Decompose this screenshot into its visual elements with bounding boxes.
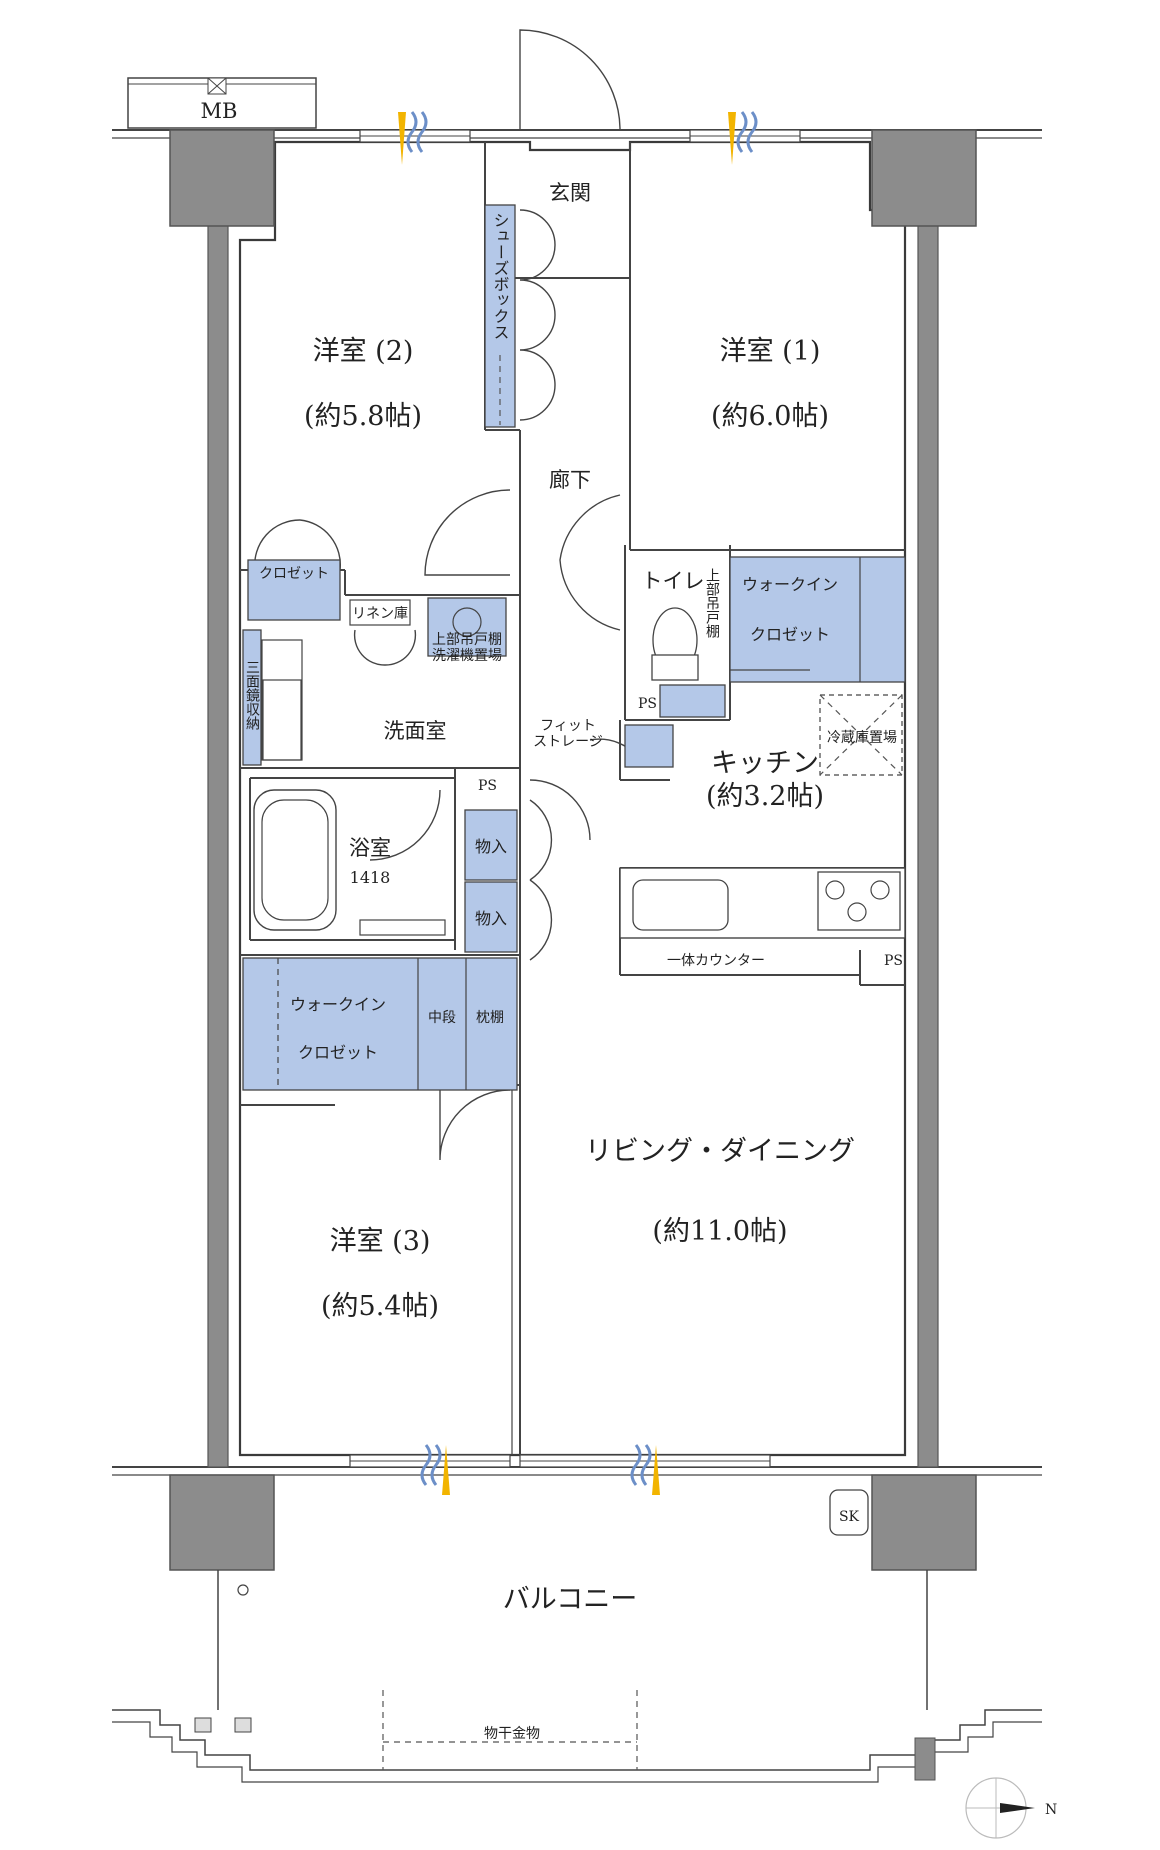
washer-label: 洗濯機置場 (432, 648, 502, 664)
fridge-space: 冷蔵庫置場 (819, 694, 903, 776)
washer-space: 上部吊戸棚 洗濯機置場 (427, 597, 507, 664)
mid-shelf-label: 中段 (428, 1010, 456, 1026)
window-top-right (689, 129, 801, 143)
linen-doors[interactable] (353, 629, 417, 666)
room-toilet-label: トイレ (642, 569, 705, 593)
door-storage[interactable] (529, 799, 553, 961)
room-hallway-label: 廊下 (549, 468, 591, 492)
door-living-hall[interactable] (529, 779, 591, 841)
fridge-label: 冷蔵庫置場 (827, 729, 897, 746)
door-room2[interactable] (424, 489, 511, 576)
counter-label: 一体カウンター (667, 953, 765, 969)
mb-label: MB (201, 99, 238, 123)
walkin-closet-1: ウォークイン クロゼット (729, 556, 906, 683)
balcony (112, 1570, 1042, 1783)
column-bottom-right (871, 1474, 977, 1571)
door-room1[interactable] (559, 494, 621, 631)
toilet: 上部吊戸棚 (651, 568, 726, 718)
linen-box (349, 599, 411, 626)
storage-a-label: 物入 (475, 837, 507, 856)
room-western3-label: 洋室 (3) (330, 1226, 431, 1257)
shoebox-doors[interactable] (519, 209, 556, 421)
walkin2-label-top: ウォークイン (290, 995, 386, 1014)
fit-storage-label-top: フィット (540, 718, 596, 734)
pillow-shelf-label: 枕棚 (476, 1010, 504, 1026)
compass-north-label: N (1045, 1802, 1057, 1818)
storage-b-label: 物入 (475, 909, 507, 928)
column-bottom-left (169, 1474, 275, 1571)
mirror-storage: 三面鏡収納 (242, 629, 302, 766)
sk-label: SK (839, 1509, 860, 1525)
room-kitchen-label: キッチン (711, 748, 819, 779)
room-entrance-label: 玄関 (549, 181, 591, 205)
ps-label-toilet: PS (638, 696, 657, 712)
fit-storage: フィット ストレージ (533, 718, 674, 768)
ps-label-wash: PS (478, 778, 497, 794)
room-balcony-label: バルコニー (503, 1584, 637, 1615)
room-living-size: (約11.0帖) (652, 1216, 787, 1247)
shoe-box-label: シューズボックス (491, 212, 510, 340)
walkin2-label-bottom: クロゼット (298, 1043, 378, 1062)
mb-box: MB (127, 77, 317, 129)
vent-icon-bottom-right (630, 1444, 660, 1495)
storage-closets: 物入 物入 (464, 809, 518, 953)
walkin1-label-top: ウォークイン (742, 575, 838, 594)
entrance-door[interactable] (519, 29, 621, 131)
mirror-storage-label: 三面鏡収納 (244, 660, 260, 731)
door-room3[interactable] (439, 1089, 511, 1161)
walkin-closet-2: ウォークイン クロゼット 中段 枕棚 (242, 957, 518, 1091)
room-western3-size: (約5.4帖) (321, 1291, 439, 1322)
upper-shelf-toilet-label: 上部吊戸棚 (704, 568, 720, 638)
room-bath-size: 1418 (350, 868, 391, 887)
room-washroom-label: 洗面室 (384, 719, 447, 743)
drying-hardware-label: 物干金物 (484, 1726, 540, 1742)
column-top-left (169, 129, 275, 227)
room-western2-size: (約5.8帖) (304, 401, 422, 432)
room-western2-label: 洋室 (2) (313, 336, 414, 367)
fit-storage-label-bottom: ストレージ (533, 734, 603, 750)
stove-icon (825, 880, 890, 922)
sk-sink: SK (829, 1489, 869, 1536)
closet-room2: クロゼット (247, 559, 341, 621)
room-western1-label: 洋室 (1) (720, 336, 821, 367)
vent-icon-top-right (728, 111, 758, 165)
door-bath[interactable] (369, 789, 441, 861)
vent-icon-top-left (398, 111, 428, 165)
room-western1-size: (約6.0帖) (711, 401, 829, 432)
sliding-partition[interactable] (511, 1090, 521, 1455)
upper-shelf-label: 上部吊戸棚 (432, 632, 502, 648)
washbasin (261, 639, 303, 761)
column-top-right (871, 129, 977, 227)
shoe-box: シューズボックス (484, 204, 516, 428)
walkin1-label-bottom: クロゼット (750, 625, 830, 644)
kitchen-counter: 一体カウンター (619, 867, 906, 969)
room-living-label: リビング・ダイニング (585, 1136, 855, 1167)
compass-icon: N (965, 1777, 1057, 1839)
linen-label: リネン庫 (352, 605, 408, 622)
room-bath-label: 浴室 (349, 836, 391, 860)
room-kitchen-size: (約3.2帖) (706, 781, 824, 812)
window-top-left (359, 129, 471, 143)
closet-label: クロゼット (259, 566, 329, 582)
vent-icon-bottom-left (420, 1444, 450, 1495)
bathtub (253, 789, 446, 936)
ps-label-kitchen: PS (884, 953, 903, 969)
